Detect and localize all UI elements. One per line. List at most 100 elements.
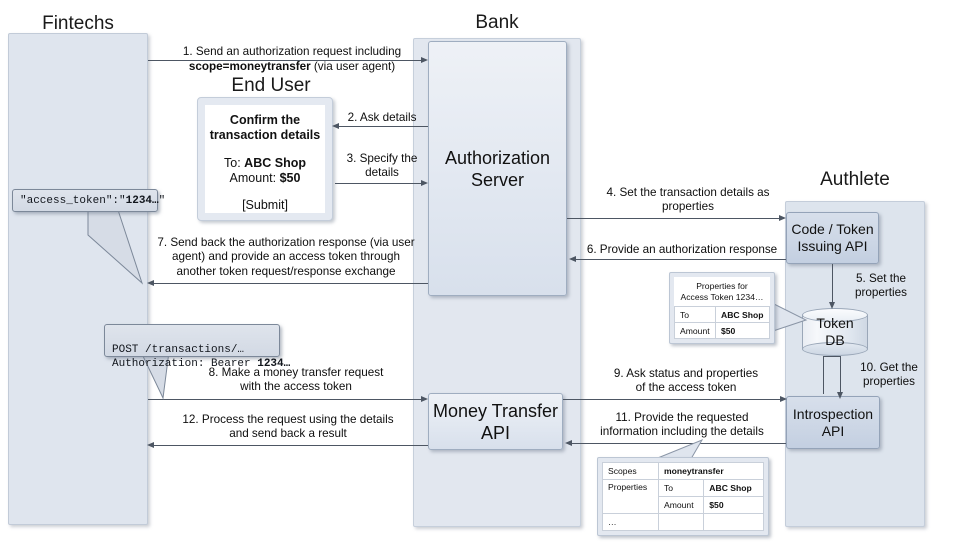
connector-step-12 xyxy=(150,445,428,446)
callout-access-token-tail xyxy=(87,209,144,285)
introspection-scopes-value: moneytransfer xyxy=(657,462,765,480)
node-authorization-server-label: Authorization Server xyxy=(444,147,551,190)
connector-step-10-top-edge xyxy=(823,356,840,357)
introspection-prop-value-1: $50 xyxy=(703,496,764,514)
connector-step-1 xyxy=(148,60,426,61)
end-user-heading-line2: transaction details xyxy=(209,128,321,142)
end-user-amount-label: Amount: xyxy=(229,170,277,185)
connector-step-11 xyxy=(568,443,786,444)
arrowhead-step-8 xyxy=(421,395,428,402)
introspection-ellipsis: … xyxy=(602,513,659,531)
end-user-submit-button[interactable]: [Submit] xyxy=(242,198,288,212)
label-step-6: 6. Provide an authorization response xyxy=(586,243,778,256)
node-code-token-issuing-api[interactable]: Code / Token Issuing API xyxy=(786,212,879,264)
end-user-screen-inner: Confirm the transaction details To: ABC … xyxy=(205,105,325,213)
table-introspection-result: Scopes moneytransfer Properties To ABC S… xyxy=(597,457,769,536)
label-step-3: 3. Specify the details xyxy=(346,152,418,180)
introspection-scopes-label: Scopes xyxy=(602,462,659,480)
callout-http-line2-token: 1234… xyxy=(257,358,291,370)
label-step-2: 2. Ask details xyxy=(347,111,417,124)
token-db-top xyxy=(802,308,868,322)
arrowhead-step-12 xyxy=(147,441,154,448)
label-step-5: 5. Set the properties xyxy=(855,272,907,300)
node-money-transfer-api-label: Money Transfer API xyxy=(432,400,559,443)
lane-fintechs xyxy=(8,33,148,525)
callout-http-request: POST /transactions/… Authorization: Bear… xyxy=(104,324,290,370)
connector-step-8 xyxy=(148,399,426,400)
label-step-1-scope: scope=moneytransfer xyxy=(188,59,311,73)
table-row: To ABC Shop xyxy=(674,306,770,324)
arrowhead-step-1 xyxy=(421,56,428,63)
connector-step-9 xyxy=(563,399,785,400)
table-row: Scopes moneytransfer xyxy=(602,462,765,480)
introspection-properties-label: Properties xyxy=(602,479,659,514)
label-step-1-pre: 1. Send an authorization request includi… xyxy=(182,45,402,59)
arrowhead-step-10 xyxy=(836,392,843,399)
label-step-1-post: (via user agent) xyxy=(310,59,396,73)
connector-step-4 xyxy=(567,218,784,219)
actor-title-end-user: End User xyxy=(231,75,311,96)
table-token-properties: Properties for Access Token 1234… To ABC… xyxy=(669,272,775,344)
end-user-to-label: To: xyxy=(224,155,241,170)
arrowhead-step-3 xyxy=(421,179,428,186)
label-step-4: 4. Set the transaction details as proper… xyxy=(606,186,770,214)
token-db-bottom xyxy=(802,342,868,356)
label-step-7: 7. Send back the authorization response … xyxy=(157,236,415,278)
arrowhead-step-11 xyxy=(565,439,572,446)
callout-access-token-value: 1234… xyxy=(125,194,159,207)
node-introspection-api[interactable]: Introspection API xyxy=(786,396,880,449)
connector-step-10-left-edge xyxy=(823,356,824,394)
arrowhead-step-9 xyxy=(780,395,787,402)
node-money-transfer-api[interactable]: Money Transfer API xyxy=(428,393,563,450)
end-user-heading-line1: Confirm the xyxy=(229,113,301,127)
end-user-screen[interactable]: Confirm the transaction details To: ABC … xyxy=(197,97,333,221)
introspection-blank-1 xyxy=(657,513,705,531)
token-properties-value-0: ABC Shop xyxy=(715,306,770,324)
table-row: Amount $50 xyxy=(603,496,764,514)
node-code-token-issuing-api-label: Code / Token Issuing API xyxy=(791,221,874,254)
token-properties-key-0: To xyxy=(674,306,716,324)
token-properties-header: Properties for Access Token 1234… xyxy=(674,277,770,308)
connector-step-10 xyxy=(840,356,841,396)
label-step-11: 11. Provide the requested information in… xyxy=(600,411,764,439)
callout-access-token-pre: "access_token":" xyxy=(20,194,126,207)
end-user-amount-row: Amount: $50 xyxy=(230,171,301,186)
label-step-8: 8. Make a money transfer request with th… xyxy=(208,366,384,394)
end-user-amount-value: $50 xyxy=(279,170,301,185)
table-row: Properties To ABC Shop xyxy=(602,479,764,514)
actor-title-fintechs: Fintechs xyxy=(42,13,114,34)
table-introspection-result-grid: Scopes moneytransfer Properties To ABC S… xyxy=(602,462,765,531)
node-authorization-server[interactable]: Authorization Server xyxy=(428,41,567,296)
connector-step-6 xyxy=(572,259,786,260)
introspection-prop-key-1: Amount xyxy=(657,496,705,514)
actor-title-authlete: Authlete xyxy=(820,169,890,190)
actor-title-bank: Bank xyxy=(475,12,519,33)
label-step-12: 12. Process the request using the detail… xyxy=(182,413,394,441)
connector-step-7 xyxy=(150,283,428,284)
connector-step-2 xyxy=(335,126,428,127)
token-properties-key-1: Amount xyxy=(674,322,716,339)
connector-step-3 xyxy=(335,183,426,184)
introspection-prop-value-0: ABC Shop xyxy=(703,479,764,497)
introspection-blank-2 xyxy=(703,513,764,531)
table-row: Properties for Access Token 1234… xyxy=(674,277,770,308)
table-token-properties-grid: Properties for Access Token 1234… To ABC… xyxy=(674,277,770,339)
arrowhead-step-7 xyxy=(147,279,154,286)
node-token-db-label: Token DB xyxy=(816,315,854,348)
connector-step-5 xyxy=(832,264,833,304)
token-properties-header-line1: Properties for xyxy=(696,280,748,291)
arrowhead-step-4 xyxy=(779,214,786,221)
end-user-to-value: ABC Shop xyxy=(244,155,306,170)
introspection-prop-key-0: To xyxy=(657,479,705,497)
table-row: Amount $50 xyxy=(674,322,770,339)
arrowhead-step-6 xyxy=(569,255,576,262)
callout-http-line2-pre: Authorization: Bearer xyxy=(112,358,258,370)
callout-access-token: "access_token":"1234…" xyxy=(12,189,165,212)
arrowhead-step-5 xyxy=(828,302,835,309)
token-properties-header-line2: Access Token 1234… xyxy=(680,291,764,302)
table-row: … xyxy=(602,513,764,531)
node-token-db[interactable]: Token DB xyxy=(802,308,868,356)
callout-http-line1: POST /transactions/… xyxy=(112,344,245,356)
end-user-to-row: To: ABC Shop xyxy=(224,156,306,171)
